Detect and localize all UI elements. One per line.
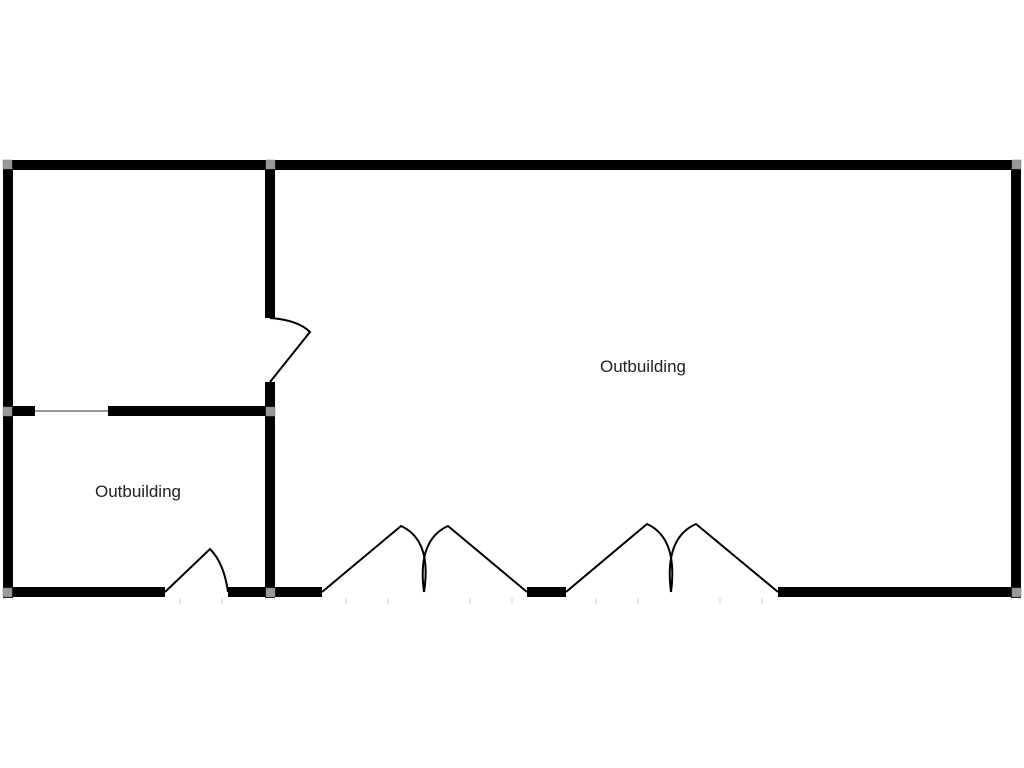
wall-node bbox=[2, 587, 13, 598]
wall-node bbox=[1011, 587, 1022, 598]
wall-node bbox=[2, 406, 13, 417]
dimension-ticks bbox=[179, 598, 763, 604]
double-door-swing bbox=[668, 522, 779, 593]
room-label-small: Outbuilding bbox=[95, 482, 181, 501]
wall-node bbox=[265, 159, 276, 170]
small-door-swing bbox=[164, 547, 229, 593]
wall-node bbox=[265, 406, 276, 417]
double-door-swing bbox=[565, 522, 674, 593]
double-door-swing bbox=[421, 524, 528, 593]
wall-node bbox=[2, 159, 13, 170]
room-label-large: Outbuilding bbox=[600, 357, 686, 376]
wall-node bbox=[265, 587, 276, 598]
double-door-swing bbox=[321, 524, 427, 593]
wall-node bbox=[1011, 159, 1022, 170]
interior-door-swing bbox=[269, 317, 312, 383]
